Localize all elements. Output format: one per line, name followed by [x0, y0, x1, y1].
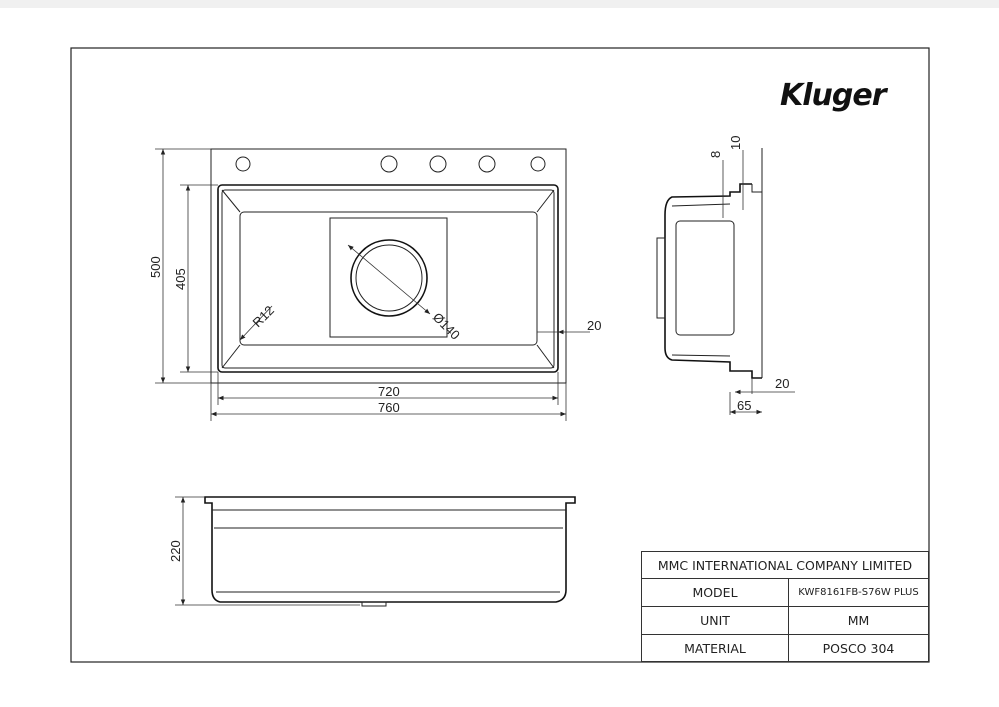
unit-label: UNIT — [641, 606, 789, 635]
tap-hole — [530, 156, 546, 172]
unit-value: MM — [788, 606, 929, 635]
dim-10: 10 — [728, 136, 743, 150]
model-value: KWF8161FB-S76W PLUS — [788, 578, 929, 607]
material-label: MATERIAL — [641, 634, 789, 662]
kluger-logo: Kluger — [780, 78, 887, 113]
material-value: POSCO 304 — [788, 634, 929, 662]
drawing-border — [70, 47, 930, 663]
tap-hole — [380, 155, 398, 173]
front-view: 220 — [168, 496, 576, 607]
dim-rim-20: 20 — [587, 318, 601, 333]
tap-hole — [478, 155, 496, 173]
tap-hole — [235, 156, 251, 172]
viewer-top-bar — [0, 0, 999, 8]
company-name: MMC INTERNATIONAL COMPANY LIMITED — [641, 551, 929, 579]
model-label: MODEL — [641, 578, 789, 607]
dim-720: 720 — [378, 384, 400, 399]
dim-220: 220 — [168, 540, 183, 562]
dim-drain-diameter: Ø140 — [430, 310, 463, 343]
dim-8: 8 — [708, 151, 723, 158]
top-view: 720 760 500 405 R12 Ø140 20 — [148, 148, 601, 421]
side-view: 8 10 20 65 — [656, 136, 795, 415]
dim-500: 500 — [148, 256, 163, 278]
dim-405: 405 — [173, 268, 188, 290]
tap-hole — [429, 155, 447, 173]
dim-760: 760 — [378, 400, 400, 415]
title-block: MMC INTERNATIONAL COMPANY LIMITED MODEL … — [641, 551, 929, 662]
dim-side-20: 20 — [775, 376, 789, 391]
dim-65: 65 — [737, 398, 751, 413]
